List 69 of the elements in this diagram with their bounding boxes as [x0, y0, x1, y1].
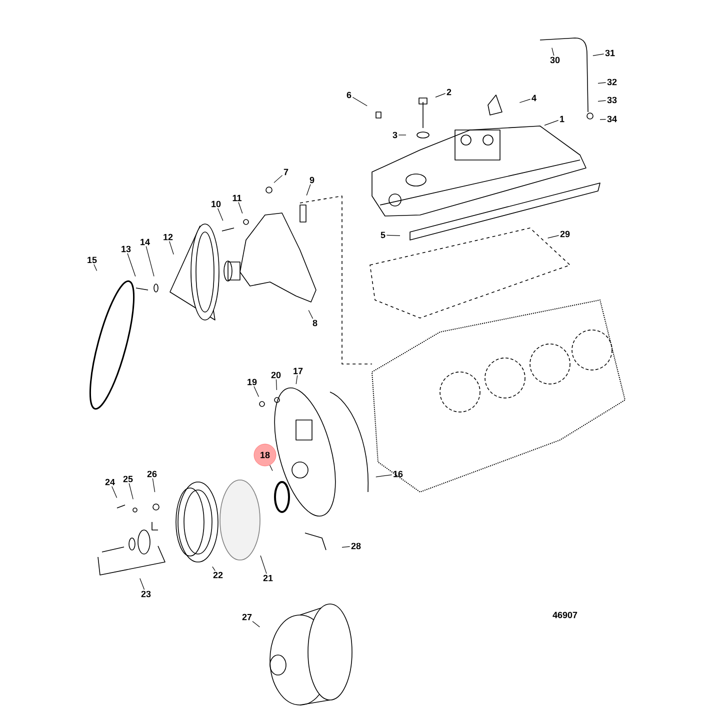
- leader-line: [598, 100, 606, 102]
- callout-number: 32: [607, 78, 617, 86]
- callout-number: 3: [392, 132, 398, 138]
- callout-number: 31: [605, 50, 615, 56]
- callout-number: 29: [560, 230, 570, 238]
- callout-number: 2: [446, 88, 452, 96]
- leader-line: [306, 184, 311, 196]
- callout-number: 30: [550, 56, 560, 64]
- callout-number: 19: [248, 378, 257, 386]
- callout-number: 1: [560, 116, 564, 122]
- callout-number: 33: [607, 96, 617, 104]
- leader-line: [128, 483, 134, 500]
- leader-line: [376, 474, 392, 478]
- callout-number: 26: [147, 470, 157, 478]
- callout-number: 4: [532, 94, 536, 102]
- callout-number: 22: [213, 572, 223, 578]
- callout-number: 18: [254, 444, 276, 466]
- callout-number: 23: [141, 590, 151, 598]
- callout-number: 5: [380, 232, 386, 238]
- leader-line: [254, 386, 259, 397]
- leader-line: [127, 253, 136, 277]
- callout-number: 20: [271, 372, 281, 378]
- leader-line: [600, 119, 606, 120]
- leader-line: [598, 82, 606, 84]
- leader-line: [274, 174, 283, 183]
- leader-line: [548, 235, 560, 238]
- callout-number: 12: [164, 234, 173, 240]
- leader-line: [212, 566, 216, 571]
- callout-number: 24: [105, 478, 115, 486]
- leader-line: [140, 578, 145, 590]
- leader-line: [252, 621, 260, 628]
- callout-number: 25: [123, 476, 133, 482]
- leader-line: [218, 208, 224, 221]
- callout-number: 8: [312, 320, 318, 326]
- leader-line: [169, 241, 174, 255]
- callout-number: 17: [294, 368, 303, 374]
- leader-line: [352, 96, 368, 106]
- callout-number: 28: [351, 542, 361, 550]
- leader-line: [308, 310, 314, 319]
- callout-number: 14: [140, 238, 150, 246]
- figure-number: 46907: [552, 612, 578, 618]
- leader-line: [519, 98, 531, 103]
- leader-line: [398, 134, 406, 136]
- leader-line: [552, 48, 554, 56]
- callout-number: 7: [284, 168, 288, 176]
- leader-line: [386, 234, 400, 236]
- leader-line: [152, 478, 156, 492]
- leader-line: [112, 486, 118, 498]
- leader-line: [94, 264, 98, 271]
- leader-line: [260, 555, 267, 574]
- callout-number: 10: [212, 200, 221, 208]
- leader-line: [342, 546, 350, 548]
- leader-line: [270, 464, 273, 472]
- leader-line: [276, 379, 277, 390]
- callout-number: 9: [310, 176, 314, 184]
- callout-number: 6: [346, 92, 352, 98]
- leader-line: [146, 246, 154, 277]
- callout-number: 34: [607, 116, 617, 122]
- callout-number: 15: [88, 256, 97, 264]
- callout-number: 16: [394, 470, 403, 478]
- leader-line: [238, 202, 243, 214]
- leader-line: [296, 374, 298, 384]
- leader-line: [544, 120, 559, 126]
- leader-line: [592, 54, 604, 56]
- callout-number: 21: [263, 574, 273, 582]
- callout-number: 27: [242, 614, 252, 620]
- callout-number: 11: [232, 194, 242, 202]
- callout-number: 13: [122, 246, 131, 252]
- leader-line: [435, 93, 446, 98]
